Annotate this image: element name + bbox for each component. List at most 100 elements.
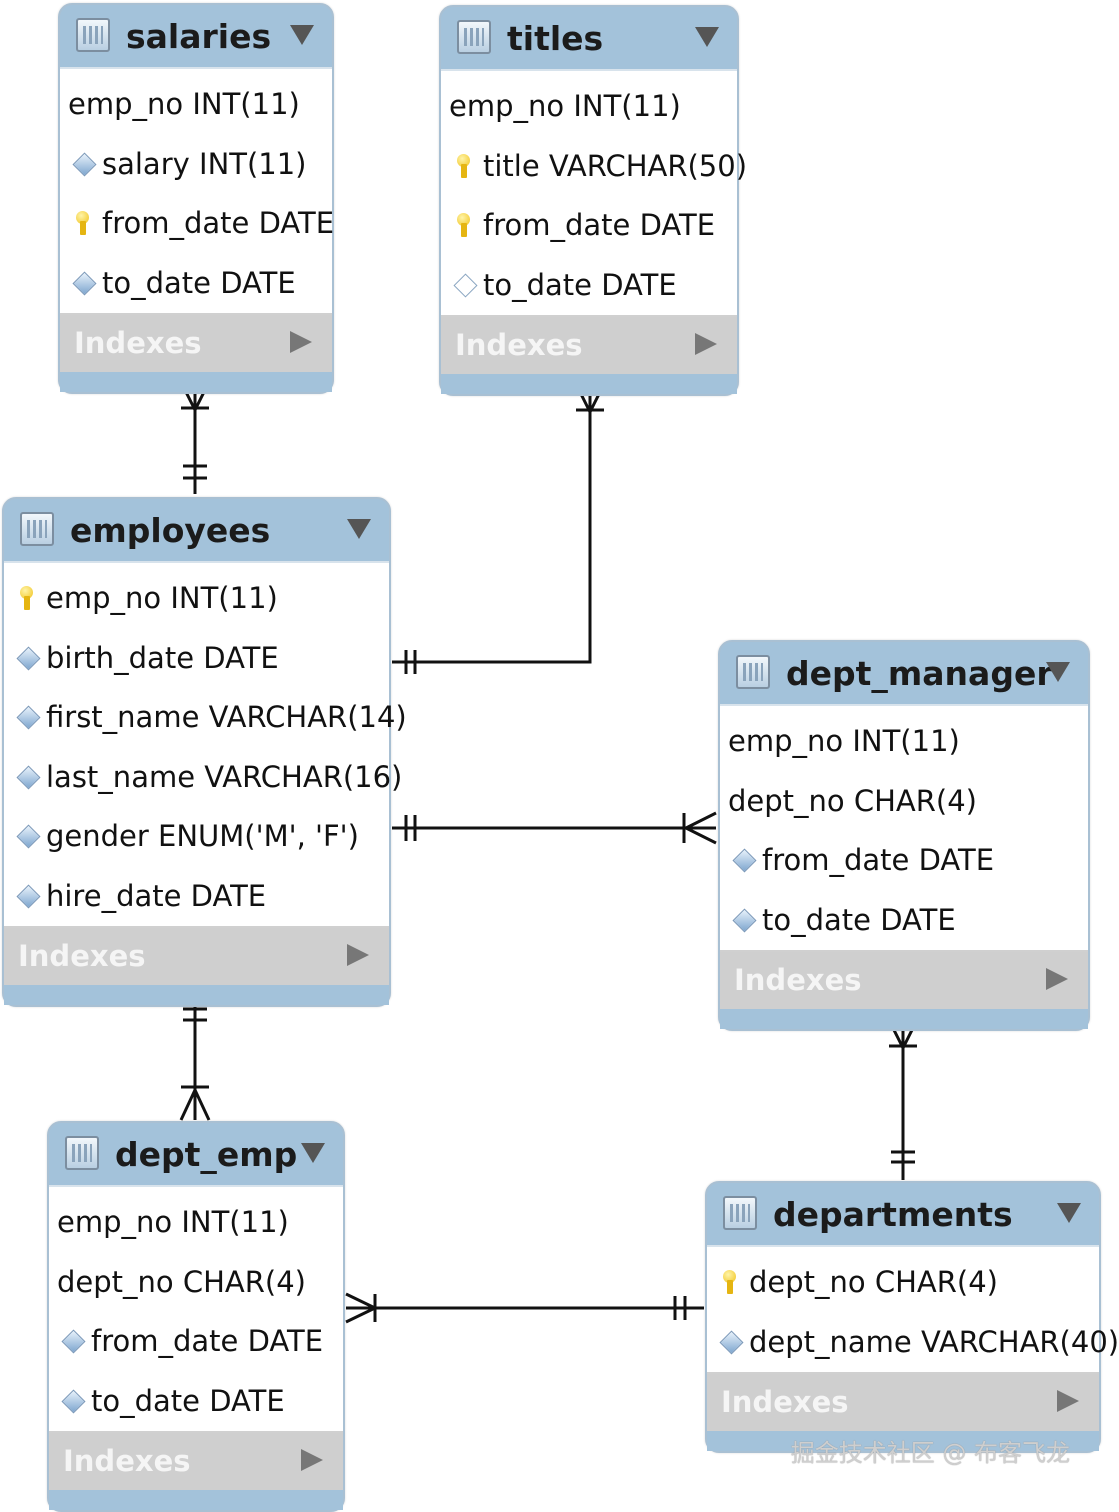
column-row[interactable]: dept_no CHAR(4) bbox=[49, 1253, 343, 1313]
primary-key-icon bbox=[453, 153, 477, 178]
column-label: from_date DATE bbox=[91, 1324, 324, 1358]
table-icon bbox=[723, 1196, 757, 1230]
indexes-bar[interactable]: Indexes bbox=[707, 1372, 1099, 1431]
column-row[interactable]: birth_date DATE bbox=[4, 629, 389, 689]
diamond-icon bbox=[16, 705, 41, 730]
column-label: emp_no INT(11) bbox=[449, 89, 681, 123]
indexes-bar[interactable]: Indexes bbox=[441, 315, 737, 374]
relationship-employees-dept-emp bbox=[179, 996, 211, 1121]
column-label: from_date DATE bbox=[483, 208, 716, 242]
column-label: to_date DATE bbox=[91, 1383, 285, 1418]
column-label: dept_no CHAR(4) bbox=[749, 1265, 998, 1299]
column-label: title VARCHAR(50) bbox=[483, 148, 748, 183]
table-header[interactable]: employees bbox=[4, 499, 389, 561]
relationship-employees-dept-manager bbox=[392, 811, 717, 845]
column-row[interactable]: from_date DATE bbox=[441, 196, 737, 256]
column-label: hire_date DATE bbox=[46, 878, 267, 913]
column-label: to_date DATE bbox=[762, 902, 956, 937]
chevron-down-icon[interactable] bbox=[1057, 1203, 1081, 1223]
column-label: emp_no INT(11) bbox=[57, 1205, 289, 1239]
indexes-bar[interactable]: Indexes bbox=[60, 313, 332, 372]
expand-arrow-icon[interactable] bbox=[695, 333, 717, 355]
column-row[interactable]: last_name VARCHAR(16) bbox=[4, 748, 402, 808]
relationship-connectors bbox=[179, 381, 919, 1324]
column-row[interactable]: to_date DATE bbox=[60, 254, 332, 314]
indexes-label: Indexes bbox=[63, 1444, 191, 1478]
relationship-employees-salaries bbox=[179, 381, 211, 494]
indexes-bar[interactable]: Indexes bbox=[720, 950, 1088, 1009]
chevron-down-icon[interactable] bbox=[347, 519, 371, 539]
column-label: from_date DATE bbox=[102, 206, 335, 240]
column-row[interactable]: salary INT(11) bbox=[60, 135, 332, 195]
column-row[interactable]: emp_no INT(11) bbox=[60, 75, 332, 135]
table-name: salaries bbox=[126, 17, 272, 56]
column-row[interactable]: from_date DATE bbox=[60, 194, 335, 254]
table-header[interactable]: titles bbox=[441, 7, 737, 69]
column-row[interactable]: from_date DATE bbox=[49, 1312, 343, 1372]
table-titles[interactable]: titles emp_no INT(11) title VARCHAR(50) … bbox=[439, 5, 747, 396]
column-list: emp_no INT(11) birth_date DATE first_nam… bbox=[4, 561, 407, 927]
column-row[interactable]: dept_no CHAR(4) bbox=[720, 772, 1088, 832]
diamond-icon bbox=[16, 645, 41, 671]
expand-arrow-icon[interactable] bbox=[301, 1449, 323, 1471]
column-row[interactable]: to_date DATE bbox=[49, 1372, 343, 1432]
column-row[interactable]: emp_no INT(11) bbox=[4, 569, 389, 629]
column-row[interactable]: from_date DATE bbox=[720, 831, 1088, 891]
column-row[interactable]: gender ENUM('M', 'F') bbox=[4, 807, 389, 867]
table-header[interactable]: dept_emp bbox=[49, 1123, 343, 1185]
expand-arrow-icon[interactable] bbox=[1057, 1390, 1079, 1412]
indexes-label: Indexes bbox=[455, 328, 583, 362]
table-icon bbox=[65, 1136, 99, 1170]
table-footer bbox=[49, 1490, 343, 1510]
table-header[interactable]: dept_manager bbox=[720, 642, 1088, 704]
column-label: to_date DATE bbox=[483, 267, 677, 302]
diamond-icon bbox=[719, 1329, 744, 1355]
table-salaries[interactable]: salaries emp_no INT(11) salary INT(11) f… bbox=[58, 3, 334, 394]
table-departments[interactable]: departments dept_no CHAR(4) dept_name VA… bbox=[705, 1181, 1119, 1453]
diamond-icon bbox=[16, 883, 41, 909]
primary-key-icon bbox=[16, 586, 40, 610]
diamond-icon bbox=[732, 907, 757, 933]
column-row[interactable]: dept_no CHAR(4) bbox=[707, 1253, 1099, 1313]
chevron-down-icon[interactable] bbox=[301, 1143, 325, 1163]
column-label: birth_date DATE bbox=[46, 640, 279, 675]
expand-arrow-icon[interactable] bbox=[290, 331, 312, 353]
relationship-departments-dept-emp bbox=[345, 1292, 704, 1324]
primary-key-icon bbox=[453, 213, 477, 237]
table-footer bbox=[707, 1431, 1099, 1451]
relationship-departments-dept-manager bbox=[887, 1019, 919, 1180]
column-row[interactable]: dept_name VARCHAR(40) bbox=[707, 1313, 1119, 1373]
chevron-down-icon[interactable] bbox=[290, 25, 314, 45]
column-row[interactable]: title VARCHAR(50) bbox=[441, 137, 747, 197]
indexes-bar[interactable]: Indexes bbox=[4, 926, 389, 985]
column-label: from_date DATE bbox=[762, 843, 995, 877]
column-row[interactable]: hire_date DATE bbox=[4, 867, 389, 927]
column-label: dept_no CHAR(4) bbox=[57, 1264, 306, 1299]
column-label: dept_no CHAR(4) bbox=[728, 783, 977, 818]
chevron-down-icon[interactable] bbox=[695, 27, 719, 47]
table-header[interactable]: salaries bbox=[60, 5, 332, 67]
table-footer bbox=[441, 374, 737, 394]
diamond-icon bbox=[16, 764, 41, 790]
diamond-icon bbox=[72, 270, 97, 296]
table-employees[interactable]: employees emp_no INT(11) birth_date DATE… bbox=[2, 497, 407, 1007]
column-row[interactable]: emp_no INT(11) bbox=[441, 77, 737, 137]
column-row[interactable]: emp_no INT(11) bbox=[49, 1193, 343, 1253]
column-row[interactable]: to_date DATE bbox=[441, 256, 737, 316]
table-icon bbox=[736, 655, 770, 689]
expand-arrow-icon[interactable] bbox=[1046, 968, 1068, 990]
table-dept-manager[interactable]: dept_manager emp_no INT(11) dept_no CHAR… bbox=[718, 640, 1090, 1031]
column-list: emp_no INT(11) dept_no CHAR(4) from_date… bbox=[49, 1185, 343, 1431]
chevron-down-icon[interactable] bbox=[1046, 662, 1070, 682]
table-dept-emp[interactable]: dept_emp emp_no INT(11) dept_no CHAR(4) … bbox=[47, 1121, 345, 1512]
column-row[interactable]: to_date DATE bbox=[720, 891, 1088, 951]
column-label: dept_name VARCHAR(40) bbox=[749, 1324, 1119, 1359]
table-icon bbox=[76, 18, 110, 52]
indexes-bar[interactable]: Indexes bbox=[49, 1431, 343, 1490]
column-label: gender ENUM('M', 'F') bbox=[46, 819, 359, 853]
table-header[interactable]: departments bbox=[707, 1183, 1099, 1245]
column-row[interactable]: emp_no INT(11) bbox=[720, 712, 1088, 772]
table-footer bbox=[4, 985, 389, 1005]
expand-arrow-icon[interactable] bbox=[347, 944, 369, 966]
column-row[interactable]: first_name VARCHAR(14) bbox=[4, 688, 407, 748]
